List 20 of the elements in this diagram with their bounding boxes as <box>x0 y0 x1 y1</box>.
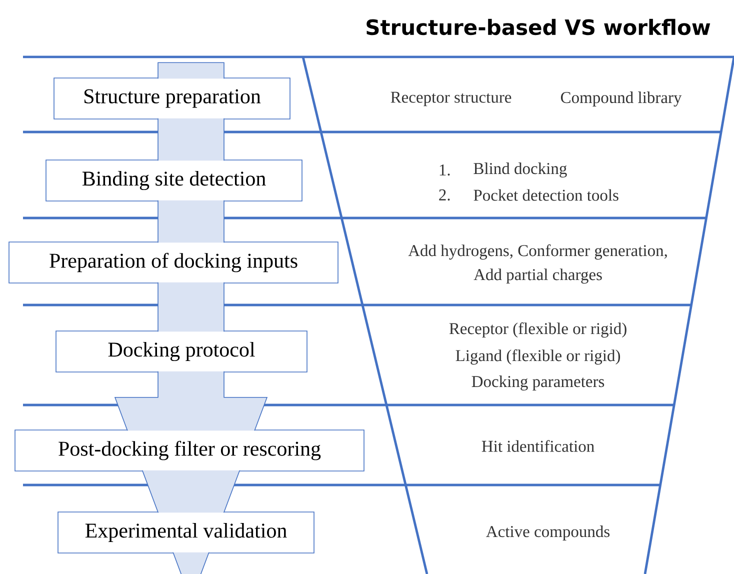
step-note: Pocket detection tools <box>474 189 618 201</box>
step-note: Blind docking <box>474 162 567 178</box>
step-box: Post-docking filter or rescoring <box>14 430 364 472</box>
step-note: Compound library <box>560 92 682 106</box>
block-arrow <box>114 62 268 574</box>
step-note: 1. <box>440 164 450 176</box>
step-note: Receptor (flexible or rigid) <box>449 322 626 338</box>
step-note: 2. <box>439 189 450 201</box>
title: Structure-based VS workflow <box>366 18 710 36</box>
step-box: Structure preparation <box>54 78 290 120</box>
step-box: Docking protocol <box>56 330 308 372</box>
step-box: Binding site detection <box>46 160 302 202</box>
step-box: Experimental validation <box>58 512 314 554</box>
step-note: Receptor structure <box>390 92 512 106</box>
step-box: Preparation of docking inputs <box>8 242 338 284</box>
step-note: Add hydrogens, Conformer generation, Add partial charges <box>408 244 667 284</box>
step-note: Ligand (flexible or rigid) <box>456 349 620 365</box>
step-note: Active compounds <box>486 526 610 540</box>
step-note: Docking parameters <box>472 376 604 390</box>
step-note: Hit identification <box>482 440 594 452</box>
